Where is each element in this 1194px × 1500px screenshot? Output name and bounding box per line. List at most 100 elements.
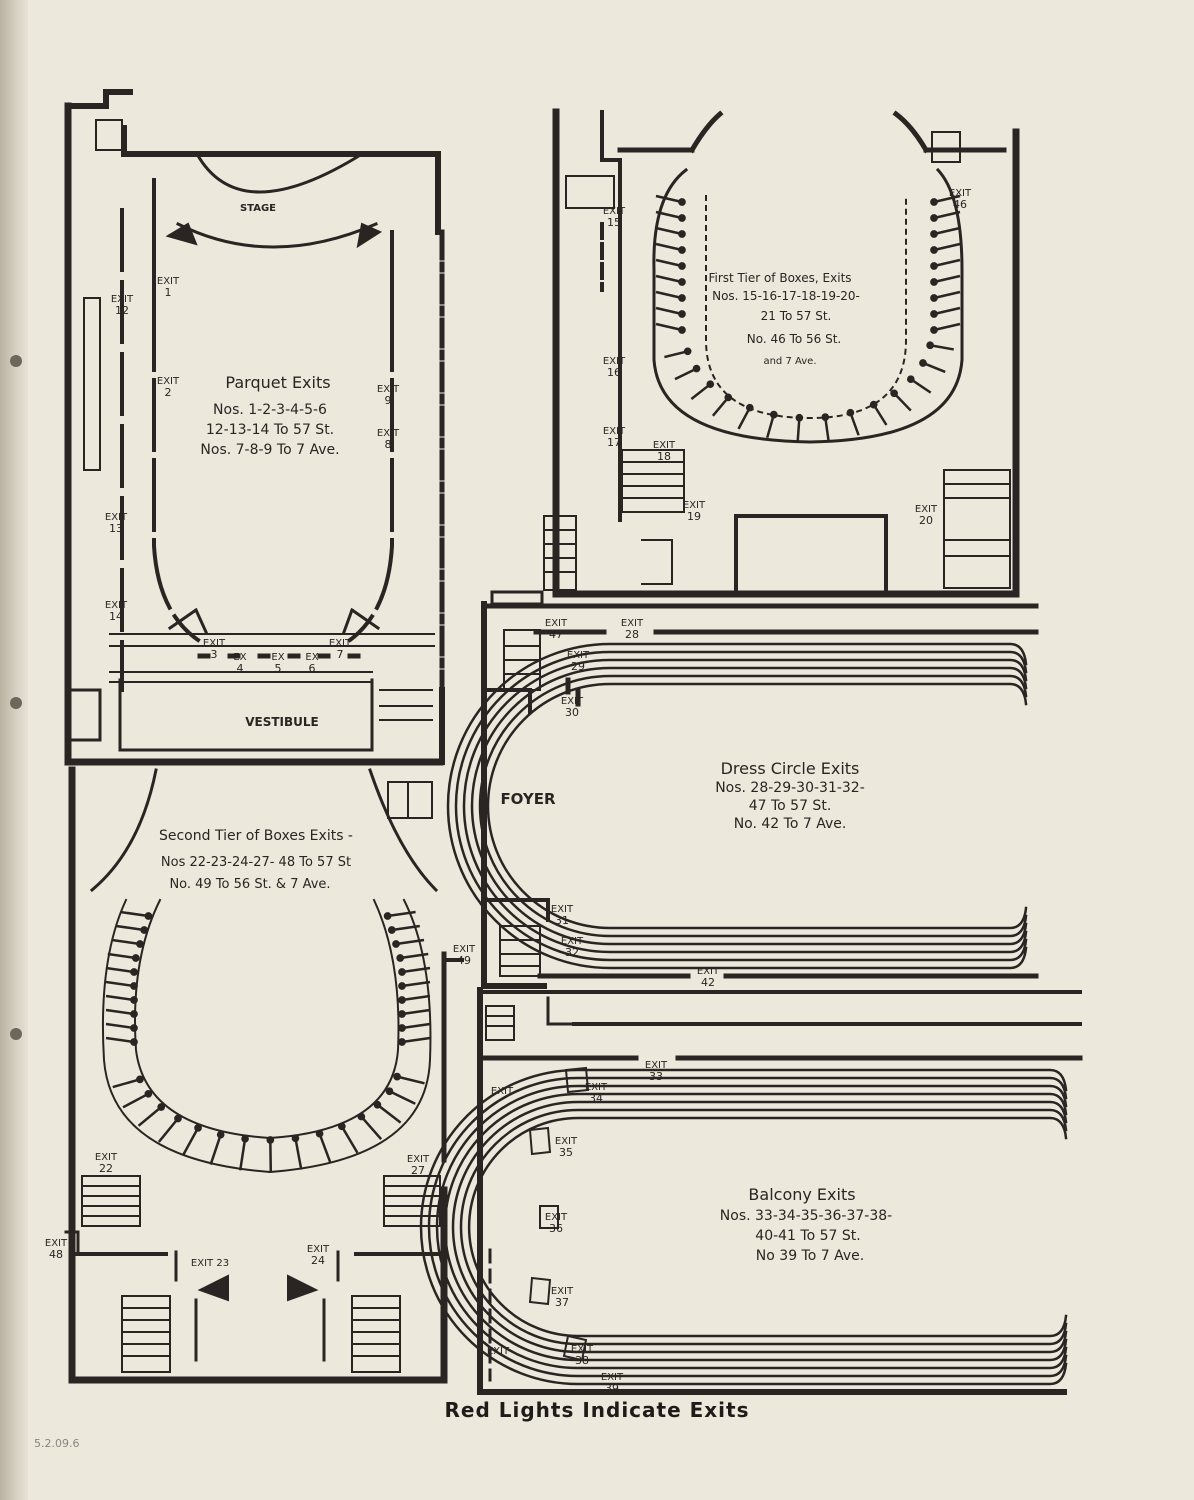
exit-number: 32	[565, 946, 579, 959]
exit-number: 27	[411, 1164, 425, 1177]
exit-label: EXIT	[555, 1136, 578, 1147]
box-partition-end	[769, 410, 778, 419]
box-partition	[796, 417, 801, 442]
parquet-exits-line: 12-13-14 To 57 St.	[206, 422, 334, 438]
dress-circle-exits-line: No. 42 To 7 Ave.	[734, 816, 847, 832]
exit-number: 15	[607, 216, 621, 229]
box-partition-end	[926, 341, 934, 350]
box-partition-end	[930, 230, 938, 238]
exit-number: 5	[275, 662, 282, 675]
exit-label: EXIT	[571, 1344, 594, 1355]
exit-label: EXIT	[545, 618, 568, 629]
box-partition-end	[140, 926, 149, 934]
box-partition-end	[678, 246, 686, 254]
box-partition-end	[396, 954, 405, 962]
box-partition-end	[174, 1114, 182, 1123]
box-partition-end	[130, 1010, 138, 1018]
exit-label: EXIT	[377, 428, 400, 439]
parquet-exits-title: Parquet Exits	[225, 373, 330, 392]
box-partition	[105, 994, 135, 1002]
first-tier-exits-line: Nos. 15-16-17-18-19-20-	[712, 289, 860, 303]
binding-hole	[10, 1028, 22, 1040]
box-partition	[137, 1106, 163, 1127]
box-partition	[690, 383, 712, 400]
second-tier-exits-line: Second Tier of Boxes Exits -	[159, 828, 353, 844]
exit-label: EXIT	[329, 638, 352, 649]
exit-label: EXIT	[585, 1082, 608, 1093]
box-partition-end	[930, 294, 938, 302]
box-partition	[401, 980, 431, 988]
second-tier-plan	[64, 766, 464, 1384]
box-partition-end	[144, 912, 153, 920]
box-partition-end	[194, 1123, 202, 1132]
exit-label: EX	[305, 652, 318, 663]
box-partition-end	[890, 389, 898, 398]
first-tier-exits-line: No. 46 To 56 St.	[747, 332, 842, 346]
box-partition	[400, 952, 429, 960]
exit-number: 24	[311, 1254, 325, 1267]
box-partition	[933, 274, 961, 284]
box-partition	[674, 367, 698, 381]
box-partition	[401, 966, 431, 974]
box-partition	[824, 416, 830, 442]
exit-label: EXIT	[157, 376, 180, 387]
binding-hole	[10, 697, 22, 709]
balcony-exits-line: Nos. 33-34-35-36-37-38-	[720, 1208, 892, 1224]
box-partition	[401, 1022, 431, 1030]
box-partition-end	[678, 198, 686, 206]
box-partition	[401, 1008, 431, 1016]
box-partition	[340, 1125, 359, 1154]
exit-number: 46	[953, 198, 967, 211]
box-partition	[105, 980, 135, 988]
box-partition-end	[706, 380, 715, 389]
exit-number: 35	[559, 1146, 573, 1159]
box-partition-end	[919, 359, 927, 367]
box-partition-end	[678, 294, 686, 302]
box-partition	[929, 344, 954, 351]
second-tier-exits-line: Nos 22-23-24-27- 48 To 57 St	[161, 855, 351, 870]
box-partition-end	[144, 1089, 153, 1098]
box-partition	[766, 414, 776, 439]
exit-label: EXIT	[545, 1212, 568, 1223]
box-partition-end	[392, 940, 400, 948]
box-partition	[655, 226, 683, 236]
parquet-plan	[64, 89, 445, 766]
exit-number: 13	[109, 522, 123, 535]
box-partition	[655, 322, 683, 332]
exit-number: 19	[687, 510, 701, 523]
exit-number: 18	[657, 450, 671, 463]
exit-number: 22	[99, 1162, 113, 1175]
box-partition	[294, 1138, 303, 1170]
exit-number: 34	[589, 1092, 603, 1105]
box-partition-end	[398, 1024, 406, 1032]
box-partition-end	[930, 214, 938, 222]
box-partition-end	[678, 310, 686, 318]
box-partition	[933, 306, 961, 316]
box-partition	[238, 1138, 247, 1171]
second-tier-exits-line: No. 49 To 56 St. & 7 Ave.	[169, 877, 330, 892]
first-tier-exits-line: 21 To 57 St.	[761, 309, 832, 323]
box-partition-end	[393, 1072, 401, 1081]
exit-number: 38	[575, 1354, 589, 1367]
box-partition-end	[930, 198, 938, 206]
exit-number: 6	[309, 662, 316, 675]
exit-label: EXIT	[45, 1238, 68, 1249]
parquet-exits-line: Nos. 1-2-3-4-5-6	[213, 402, 327, 418]
exit-number: 47	[549, 628, 563, 641]
box-partition	[933, 242, 961, 252]
box-partition	[157, 1117, 179, 1143]
exit-number: 3	[211, 648, 218, 661]
exit-label: EXIT	[561, 936, 584, 947]
exit-label: EXIT	[407, 1154, 430, 1165]
box-partition	[122, 1092, 149, 1109]
box-partition	[360, 1115, 383, 1141]
box-partition	[105, 966, 135, 974]
exit-label: EXIT	[95, 1152, 118, 1163]
pencil-annotation: 5.2.09.6	[34, 1437, 80, 1450]
exit-label: EXIT	[203, 638, 226, 649]
box-partition-end	[930, 310, 938, 318]
exit-label: EXIT	[683, 500, 706, 511]
box-partition	[664, 350, 688, 359]
exit-number: 28	[625, 628, 639, 641]
